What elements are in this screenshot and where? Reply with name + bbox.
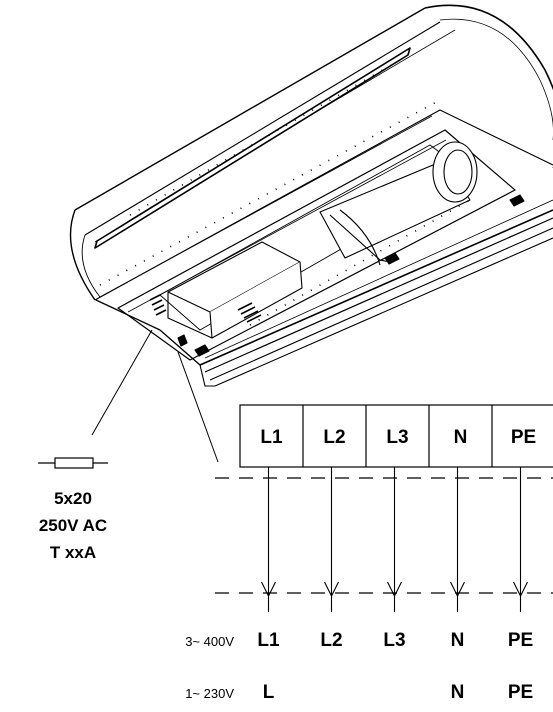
terminal-label-pe: PE: [511, 427, 536, 448]
air-curtain-illustration: [71, 5, 553, 386]
supply-terminal-label: PE: [508, 682, 533, 703]
fuse-size-label: 5x20: [54, 489, 92, 508]
supply-terminal-label: L2: [320, 630, 342, 651]
supply-terminal-label: L3: [383, 630, 405, 651]
supply-terminal-label: L: [263, 682, 275, 703]
fuse-rating-label: T xxA: [50, 543, 96, 562]
supply-voltage-label: 1~ 230V: [185, 686, 234, 701]
terminal-label-l3: L3: [386, 427, 408, 448]
supply-voltage-label: 3~ 400V: [185, 634, 234, 649]
wires: [262, 467, 528, 612]
terminal-label-l2: L2: [323, 427, 345, 448]
supply-terminal-label: L1: [257, 630, 280, 651]
fuse-symbol-icon: [38, 458, 108, 468]
terminal-block: L1 L2 L3 N PE: [240, 405, 553, 467]
fuse-voltage-label: 250V AC: [39, 516, 107, 535]
fuse-leader-line: [92, 330, 152, 435]
supply-terminal-label: N: [451, 630, 465, 651]
supply-terminal-label: N: [451, 682, 465, 703]
terminal-label-l1: L1: [260, 427, 283, 448]
terminal-label-n: N: [454, 427, 468, 448]
supply-terminal-label: PE: [508, 630, 533, 651]
